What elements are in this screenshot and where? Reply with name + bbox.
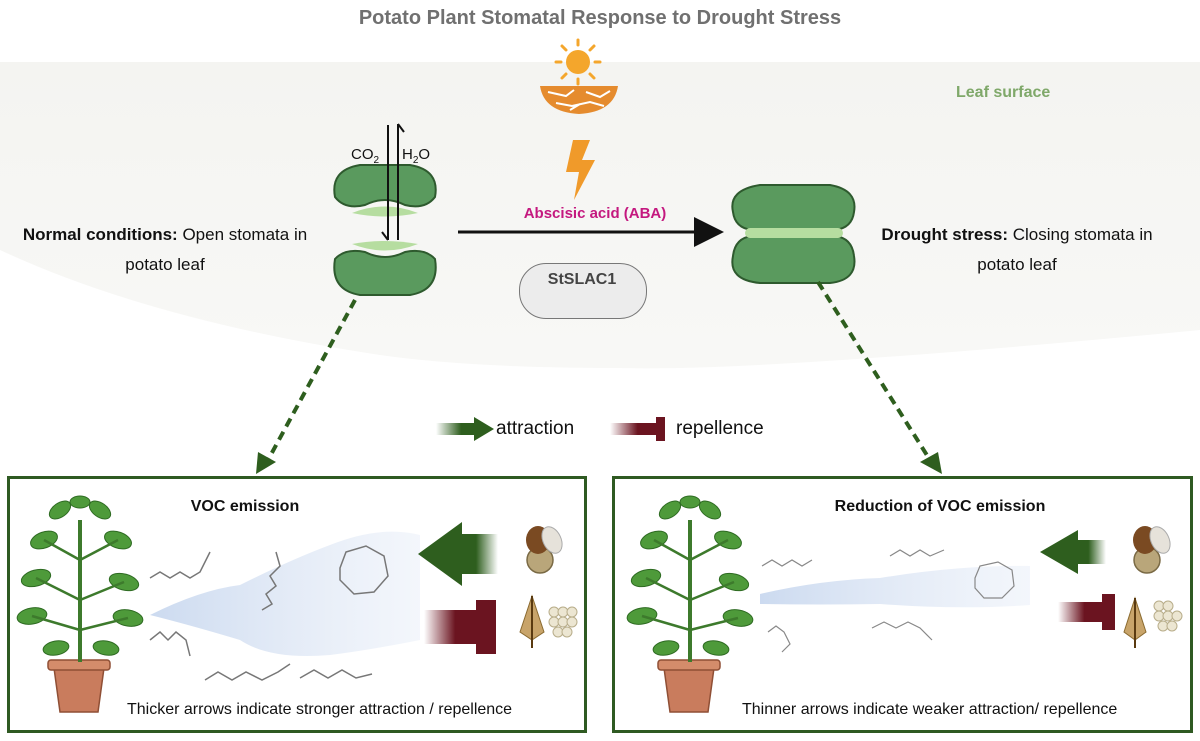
eggs-icon-right	[1153, 600, 1183, 632]
legend-attraction-arrow	[436, 417, 494, 441]
voc-emission-note: Thicker arrows indicate stronger attract…	[127, 701, 513, 718]
reduced-voc-panel	[612, 476, 1193, 733]
attraction-arrow-thick	[418, 522, 498, 586]
h2o-label: H2O	[402, 146, 431, 166]
legend-repellence-label: repellence	[676, 418, 764, 439]
lightning-icon	[566, 140, 595, 200]
co2-label: CO2	[351, 146, 380, 166]
gene-pill	[519, 263, 647, 319]
eggs-icon-left	[548, 606, 578, 638]
moth-icon-left	[519, 594, 545, 648]
repellence-arrow-thin	[1058, 594, 1115, 630]
open-stomata	[333, 123, 437, 296]
diagram-title: Potato Plant Stomatal Response to Drough…	[358, 7, 842, 29]
dashed-arrow-right	[816, 280, 942, 474]
normal-conditions-text: Normal conditions: Open stomata in potat…	[22, 225, 308, 274]
dashed-arrow-left	[256, 299, 357, 474]
voc-molecules-right	[761, 549, 1015, 653]
sun-icon	[554, 38, 602, 86]
leaf-surface-label: Leaf surface	[956, 84, 1051, 101]
legend-attraction-label: attraction	[496, 418, 575, 439]
beetle-icon-left	[526, 526, 563, 574]
legend-repellence-arrow	[610, 417, 665, 441]
voc-emission-panel	[7, 476, 587, 733]
attraction-arrow-thin	[1040, 530, 1106, 574]
voc-plume-right	[760, 565, 1030, 608]
reduced-voc-note: Thinner arrows indicate weaker attractio…	[742, 701, 1118, 718]
drought-stress-text: Drought stress: Closing stomata in potat…	[881, 225, 1153, 274]
reduced-voc-title: Reduction of VOC emission	[834, 498, 1046, 515]
leaf-surface	[0, 62, 1200, 369]
beetle-icon-right	[1133, 526, 1171, 574]
repellence-arrow-thick	[424, 600, 496, 654]
voc-emission-title: VOC emission	[190, 498, 300, 515]
potato-plant-icon-left	[16, 495, 144, 713]
voc-molecules-left	[149, 545, 389, 681]
drought-stress-heading: Drought stress:	[881, 225, 1008, 244]
voc-plume-left	[150, 531, 420, 656]
normal-conditions-heading: Normal conditions:	[22, 225, 178, 244]
aba-label: Abscisic acid (ABA)	[523, 205, 667, 222]
closed-stomata	[731, 184, 856, 284]
moth-icon-right	[1123, 596, 1147, 648]
cracked-soil-icon	[540, 86, 618, 114]
potato-plant-icon-right	[626, 495, 754, 713]
gene-label: StSLAC1	[547, 271, 617, 288]
